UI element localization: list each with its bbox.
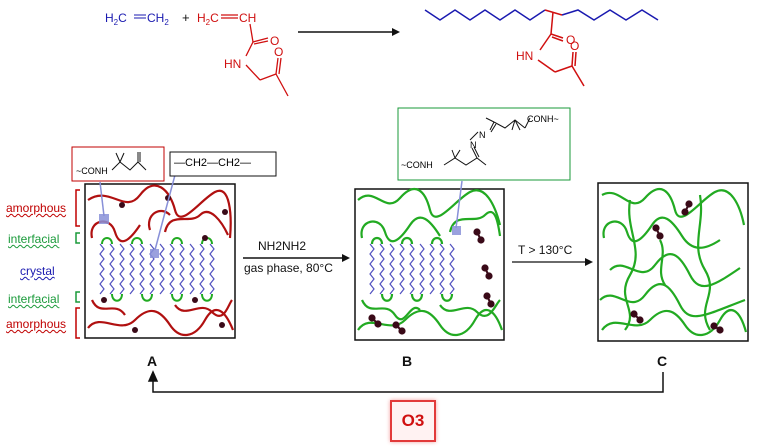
ethylene-highlight [150,249,159,258]
step-arrow-bc [512,258,593,266]
svg-text:HN: HN [224,57,241,71]
product-structure: O HN O [424,9,659,87]
panel-b [354,180,505,341]
panel-label-a: A [147,353,158,369]
recycle-arrow [147,370,664,393]
crosslinks-b [368,228,495,335]
label-amorphous-top: amorphous [6,201,67,215]
label-amorphous-bottom: amorphous [6,317,67,331]
panel-c [597,182,749,342]
step-condition-heat: T > 130°C [518,243,573,257]
svg-text:HN: HN [516,49,533,63]
label-interfacial-bottom: interfacial [8,292,60,306]
inset-hydrazone-bottom: ~CONH [401,160,433,170]
svg-text:CH: CH [239,11,256,25]
ketone-highlight [99,214,109,224]
network-chains-c [599,187,748,336]
ketone-groups-a [101,195,228,333]
plus-sign: + [182,10,190,25]
svg-text:CH2: CH2 [147,11,169,27]
label-interfacial-top: interfacial [8,232,60,246]
inset-ethylene-text: —CH2—CH2— [174,157,252,169]
ketone-inset [71,146,165,182]
reactant-ethylene: H2C CH2 [105,11,169,27]
hydrazone-inset [397,107,571,181]
svg-text:O: O [570,39,579,53]
panel-label-c: C [657,353,668,369]
label-crystal: crystal [20,264,55,278]
step-condition-hydrazine: gas phase, 80°C [244,261,333,275]
crystal-lamellae-b [369,243,455,295]
amorphous-chains-a [87,184,235,336]
inset-ketone-text: ~CONH [76,166,108,176]
ethylene-inset [169,151,277,177]
crystal-lamellae-a [99,243,215,295]
hydrazone-highlight [452,226,461,235]
panel-a [84,174,236,339]
inset-hydrazone-n2: N [479,130,486,140]
interfacial-folds-a [101,237,213,302]
inset-hydrazone-n1: N [470,140,477,150]
svg-text:H2C: H2C [197,11,219,27]
panel-label-b: B [402,353,413,369]
region-brackets [75,189,80,339]
crosslinks-c [630,200,724,334]
monomer-structure: H2C CH O HN O [197,11,289,97]
step-arrow-ab [243,254,350,262]
svg-text:O: O [274,45,283,59]
ozone-reagent-label: O3 [401,411,425,430]
svg-text:O: O [270,34,279,48]
svg-text:H2C: H2C [105,11,127,27]
reaction-arrow [298,28,400,36]
svg-text:O: O [566,33,575,47]
inset-hydrazone-top: CONH~ [527,114,559,124]
ozone-reagent-box: O3 [390,400,436,442]
step-reagent-hydrazine: NH2NH2 [258,239,307,253]
